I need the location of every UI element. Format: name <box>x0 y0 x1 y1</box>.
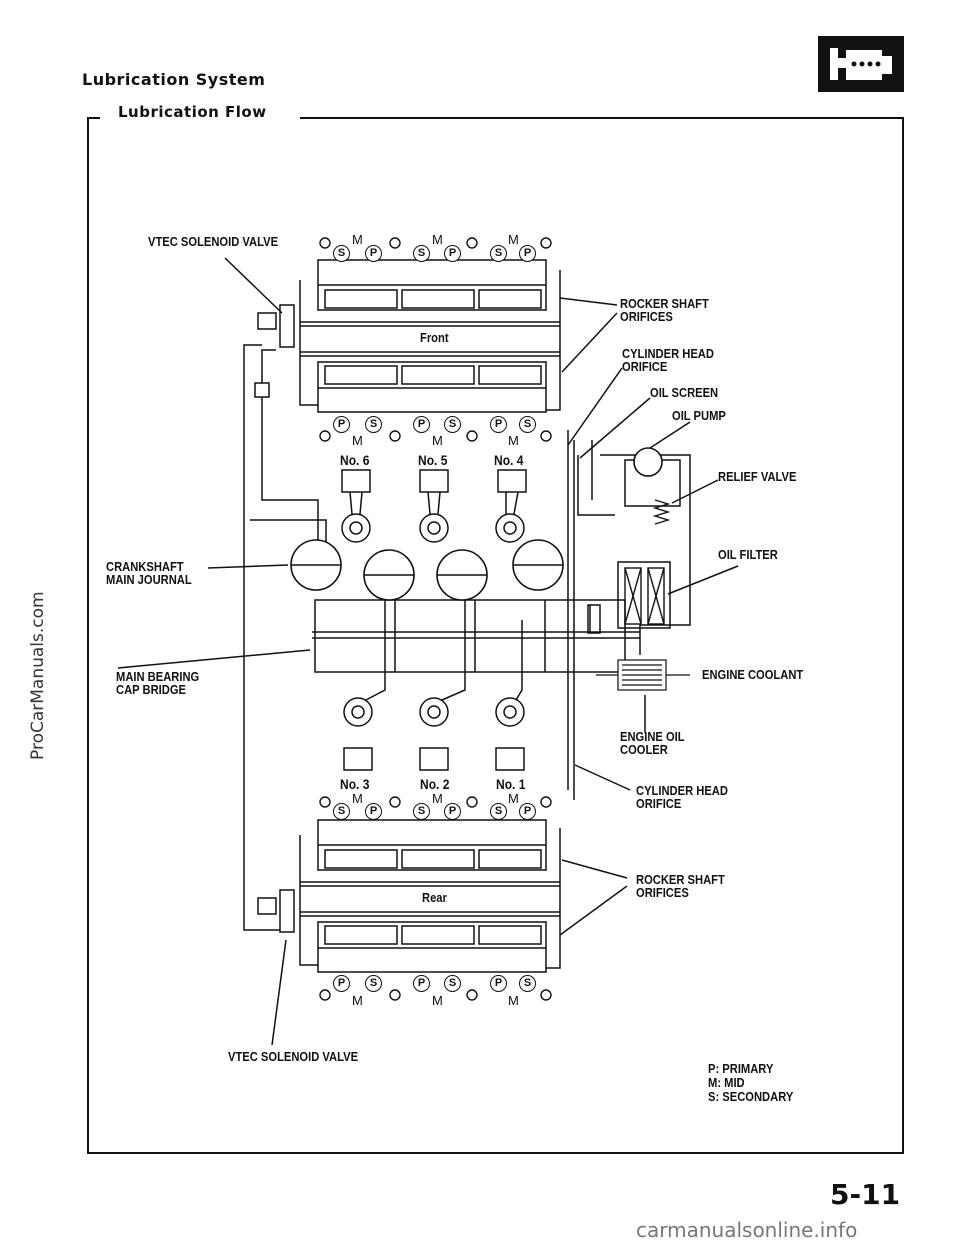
label-oil-screen: OIL SCREEN <box>650 385 719 400</box>
label-engine-oil-cooler: ENGINE OIL COOLER <box>620 729 685 757</box>
engine-icon <box>818 36 904 92</box>
cylinder-label-bottom-1: No. 3 <box>340 776 370 792</box>
relief-valve <box>652 499 671 525</box>
page-number: 5-11 <box>830 1178 901 1211</box>
legend-primary: P: PRIMARY <box>708 1061 774 1076</box>
cylinder-label-bottom-2: No. 2 <box>420 776 450 792</box>
label-rocker-shaft-orifices-top: ROCKER SHAFT ORIFICES <box>620 296 709 324</box>
label-oil-filter: OIL FILTER <box>718 547 778 562</box>
label-oil-pump: OIL PUMP <box>672 408 726 423</box>
section-title: Lubrication System <box>82 70 266 89</box>
label-main-bearing-cap-bridge: MAIN BEARING CAP BRIDGE <box>116 669 200 697</box>
watermark-bottom: carmanualsonline.info <box>636 1218 858 1242</box>
cylinder-label-bottom-3: No. 1 <box>496 776 526 792</box>
label-rocker-shaft-orifices-bottom: ROCKER SHAFT ORIFICES <box>636 872 725 900</box>
label-relief-valve: RELIEF VALVE <box>718 469 797 484</box>
oil-filter <box>624 567 665 625</box>
pistons-front <box>341 469 527 543</box>
label-front: Front <box>420 330 449 345</box>
pistons-rear <box>343 600 525 771</box>
label-cylinder-head-orifice-bottom: CYLINDER HEAD ORIFICE <box>636 783 728 811</box>
rocker-arms-rear <box>319 796 552 1001</box>
oil-cooler <box>596 659 690 691</box>
legend-mid: M: MID <box>708 1075 745 1090</box>
cylinder-label-top-2: No. 5 <box>418 452 448 468</box>
watermark-side: ProCarManuals.com <box>28 591 48 760</box>
cylinder-head-front <box>299 259 561 413</box>
legend-secondary: S: SECONDARY <box>708 1089 794 1104</box>
label-cylinder-head-orifice-top: CYLINDER HEAD ORIFICE <box>622 346 714 374</box>
cylinder-label-top-3: No. 4 <box>494 452 524 468</box>
frame <box>87 117 904 1154</box>
leader-lines <box>117 257 739 1046</box>
label-vtec-solenoid-top: VTEC SOLENOID VALVE <box>148 234 279 249</box>
crankshaft <box>290 539 564 601</box>
cylinder-label-top-1: No. 6 <box>340 452 370 468</box>
cylinder-head-rear <box>299 819 561 973</box>
label-vtec-solenoid-bottom: VTEC SOLENOID VALVE <box>228 1049 359 1064</box>
subtitle: Lubrication Flow <box>118 103 267 121</box>
oil-pump <box>633 447 663 477</box>
label-engine-coolant: ENGINE COOLANT <box>702 667 804 682</box>
legend: P: PRIMARY M: MID S: SECONDARY <box>708 1062 793 1104</box>
vtec-solenoid-shapes <box>254 304 295 933</box>
label-crankshaft-main-journal: CRANKSHAFT MAIN JOURNAL <box>106 559 192 587</box>
label-rear: Rear <box>422 890 447 905</box>
oil-gallery-lines <box>243 344 691 931</box>
rocker-arms-front <box>319 237 552 442</box>
